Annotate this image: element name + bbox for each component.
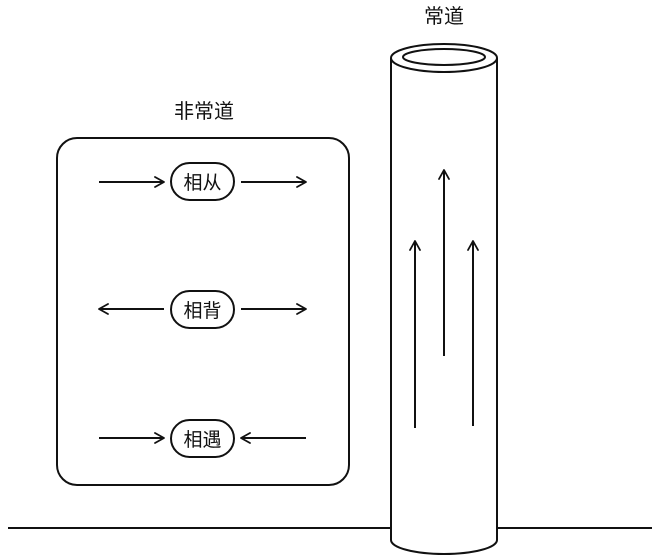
row-xiangbei: 相背 [98, 290, 307, 329]
pill [170, 419, 235, 458]
left-title: 非常道 [174, 99, 234, 123]
row-xiangcong: 相从 [99, 162, 307, 201]
pipe-opening [402, 48, 486, 66]
pill-label: 相背 [183, 300, 221, 322]
constant-way-pipe [390, 43, 498, 555]
row-xiangyu: 相遇 [99, 419, 306, 458]
pill-label: 相遇 [183, 429, 221, 451]
pill [170, 162, 235, 201]
pill [170, 290, 235, 329]
right-title: 常道 [424, 4, 464, 28]
pill-label: 相从 [183, 172, 221, 194]
